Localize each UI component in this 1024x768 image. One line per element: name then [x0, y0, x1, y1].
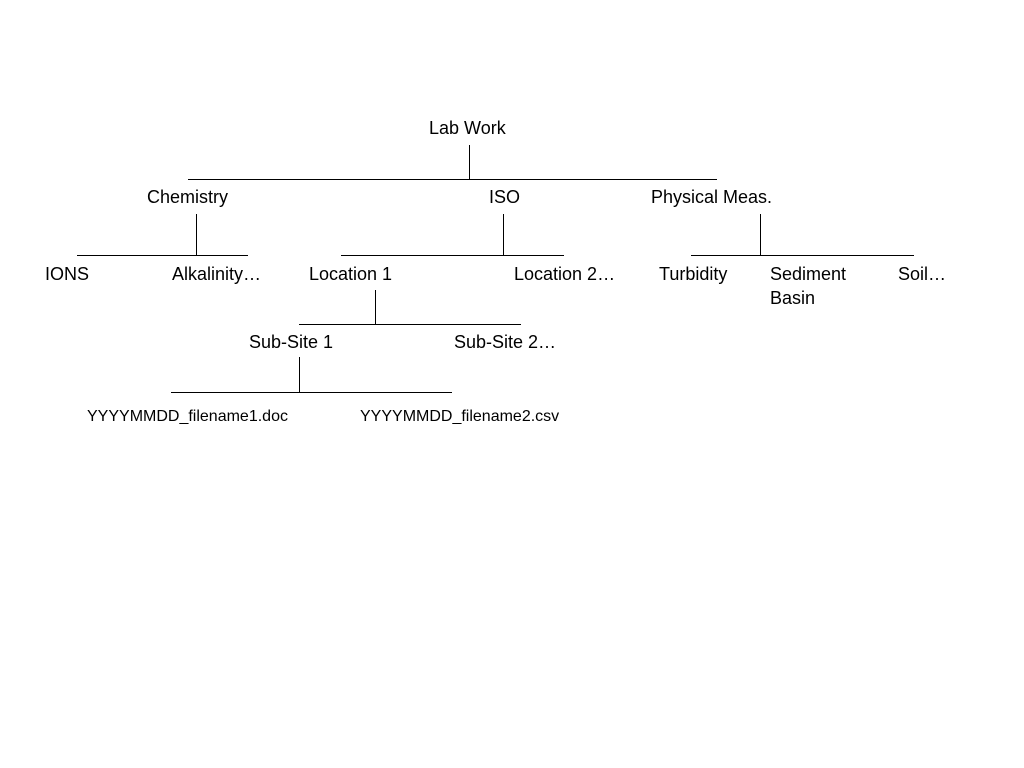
connector-chemistry-bar	[77, 255, 248, 256]
connector-location1-bar	[299, 324, 521, 325]
connector-iso-down	[503, 214, 504, 255]
node-ions: IONS	[45, 264, 90, 284]
connector-subsite1-bar	[171, 392, 452, 393]
connector-physical-bar	[691, 255, 914, 256]
node-iso: ISO	[489, 187, 521, 207]
connector-level1-bar	[188, 179, 717, 180]
node-sub-site-1: Sub-Site 1	[249, 332, 334, 352]
node-location-1: Location 1	[309, 264, 393, 284]
node-soil: Soil…	[898, 264, 947, 284]
node-alkalinity: Alkalinity…	[172, 264, 262, 284]
node-lab-work: Lab Work	[429, 118, 506, 138]
connector-root-down	[469, 145, 470, 179]
connector-iso-bar	[341, 255, 564, 256]
node-file-1: YYYYMMDD_filename1.doc	[87, 408, 288, 425]
connector-subsite1-down	[299, 357, 300, 392]
node-file-2: YYYYMMDD_filename2.csv	[360, 408, 560, 425]
node-sub-site-2: Sub-Site 2…	[454, 332, 557, 352]
node-chemistry: Chemistry	[147, 187, 229, 207]
node-turbidity: Turbidity	[659, 264, 728, 284]
connector-physical-down	[760, 214, 761, 255]
node-location-2: Location 2…	[514, 264, 616, 284]
node-sediment-basin: Sediment Basin	[770, 264, 847, 308]
connector-location1-down	[375, 290, 376, 324]
node-physical-meas: Physical Meas.	[651, 187, 773, 207]
connector-chemistry-down	[196, 214, 197, 255]
